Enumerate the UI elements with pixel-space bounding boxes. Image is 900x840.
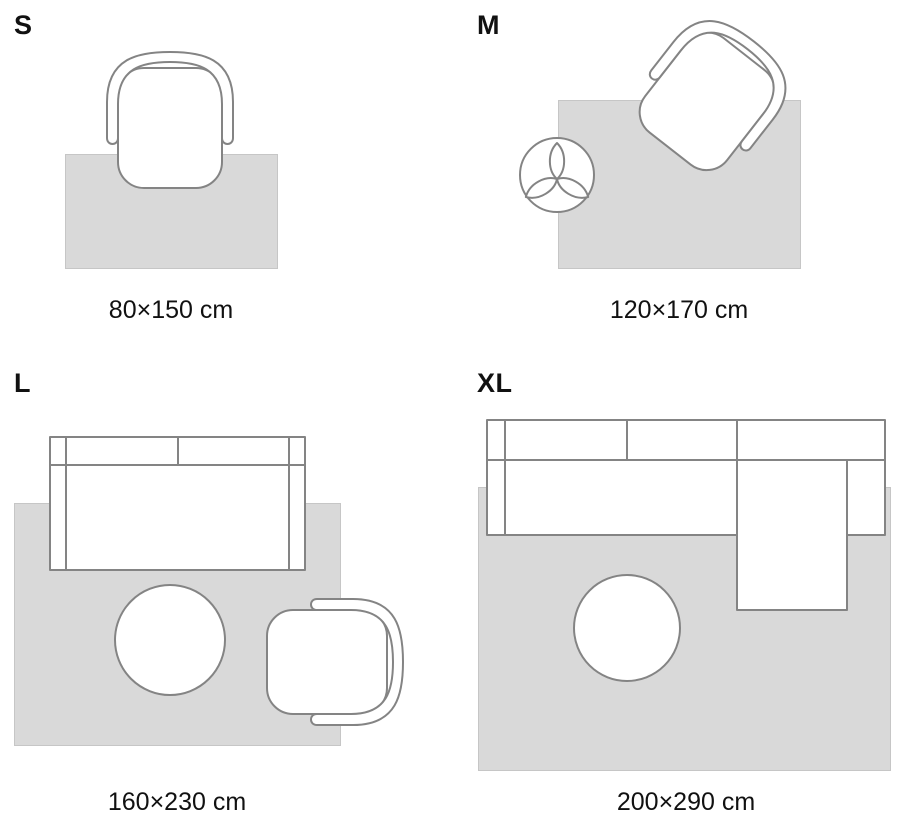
sectional-sofa-icon — [486, 419, 886, 611]
size-option-m: M 120×170 cm — [450, 0, 900, 350]
size-option-s: S 80×150 cm — [0, 0, 450, 350]
size-label: L — [14, 368, 31, 398]
size-label: S — [14, 10, 33, 40]
size-s-diagram — [65, 51, 278, 269]
size-label: XL — [477, 368, 513, 398]
size-l-diagram — [14, 436, 404, 746]
size-label: M — [477, 10, 500, 40]
size-dimensions: 200×290 cm — [616, 788, 756, 816]
size-dimensions: 160×230 cm — [107, 788, 247, 816]
sofa-icon — [49, 436, 306, 571]
size-xl-diagram — [478, 419, 891, 771]
size-m-diagram — [519, 1, 805, 269]
size-option-xl: XL 200×290 cm — [450, 350, 900, 840]
coffee-table-icon — [114, 584, 226, 696]
armchair-icon — [266, 598, 404, 726]
size-dimensions: 80×150 cm — [108, 296, 234, 324]
size-dimensions: 120×170 cm — [609, 296, 749, 324]
coffee-table-icon — [573, 574, 681, 682]
armchair-icon — [106, 51, 234, 189]
size-option-l: L 160×230 cm — [0, 350, 450, 840]
plant-icon — [519, 137, 595, 213]
